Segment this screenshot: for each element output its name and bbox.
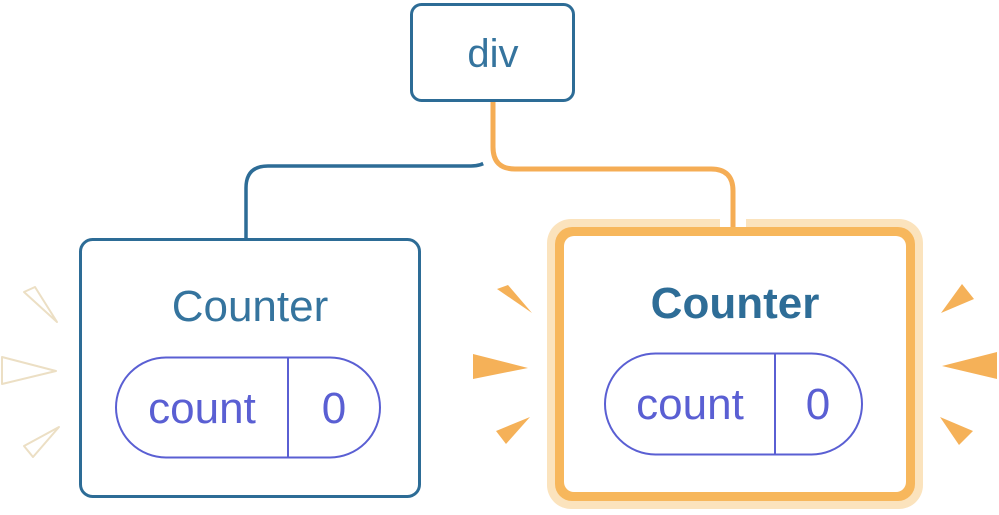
spark-icon bbox=[473, 354, 528, 379]
counter-title-left: Counter bbox=[172, 282, 329, 331]
spark-icon bbox=[23, 426, 60, 458]
connector-right-casing bbox=[480, 99, 746, 231]
connector-left-blue bbox=[244, 99, 495, 240]
spark-icon bbox=[1, 356, 57, 385]
state-key-right: count bbox=[636, 380, 744, 429]
state-pill-left: count 0 bbox=[115, 356, 381, 459]
spark-icon bbox=[941, 284, 974, 313]
connector-right-orange bbox=[490, 99, 736, 234]
state-pill-left-outline bbox=[115, 356, 381, 459]
spark-icon bbox=[940, 417, 973, 445]
spark-icon bbox=[942, 352, 997, 379]
state-pill-right-outline bbox=[604, 352, 863, 456]
spark-burst-left-white-icon bbox=[1, 286, 60, 458]
counter-title-right: Counter bbox=[651, 279, 820, 328]
state-key-left: count bbox=[148, 384, 256, 433]
root-node-box bbox=[410, 3, 575, 102]
spark-icon bbox=[497, 285, 532, 313]
spark-burst-right-orange-icon bbox=[940, 284, 997, 445]
spark-burst-middle-orange-icon bbox=[473, 285, 532, 444]
root-node-label: div bbox=[467, 32, 518, 76]
state-value-left: 0 bbox=[322, 384, 346, 433]
state-pill-right: count 0 bbox=[604, 352, 863, 456]
spark-icon bbox=[496, 417, 530, 444]
spark-icon bbox=[23, 286, 58, 323]
state-value-right: 0 bbox=[806, 380, 830, 429]
